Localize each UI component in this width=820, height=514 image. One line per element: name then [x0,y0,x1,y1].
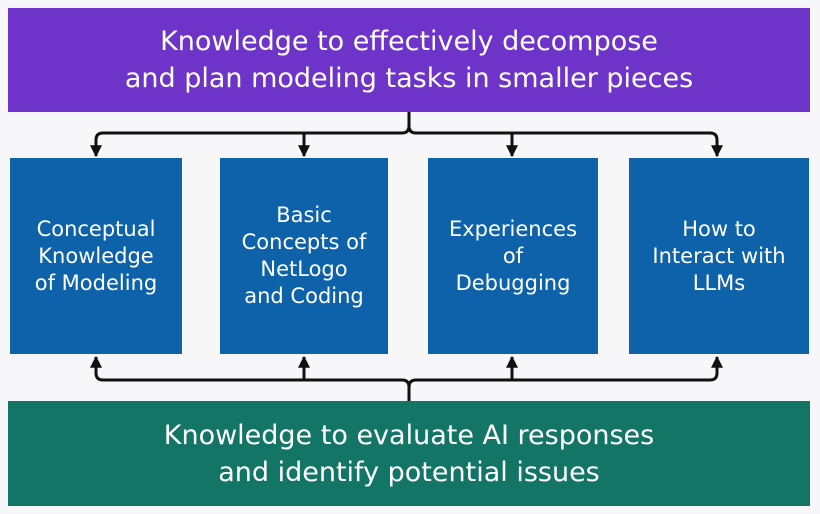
box-conceptual-knowledge: Conceptual Knowledge of Modeling [10,158,182,354]
box-4-line-3: LLMs [692,270,746,295]
box-1-line-2: Knowledge [38,243,154,268]
top-trunk [90,112,411,158]
box-netlogo-coding: Basic Concepts of NetLogo and Coding [220,158,388,354]
top-band-line-2: and plan modeling tasks in smaller piece… [124,63,694,94]
box-2-line-3: NetLogo [260,257,348,281]
bottom-trunk [90,355,411,401]
box-4-line-2: Interact with [652,243,786,268]
box-1-line-1: Conceptual [36,216,156,241]
box-2-line-4: and Coding [244,284,364,308]
box-4-line-1: How to [682,216,756,241]
box-3-line-3: Debugging [455,270,571,295]
box-3-line-2: of [502,243,524,268]
box-2-line-1: Basic [276,203,332,227]
box-interact-llms: How to Interact with LLMs [629,158,809,354]
bottom-band-line-2: and identify potential issues [218,456,600,488]
box-2-line-2: Concepts of [241,230,367,254]
bottom-branch-right [407,355,723,388]
box-debugging: Experiences of Debugging [428,158,598,354]
top-branch-right [407,125,723,158]
bottom-band: Knowledge to evaluate AI responses and i… [8,401,810,506]
bottom-band-line-1: Knowledge to evaluate AI responses [163,419,655,451]
box-1-line-3: of Modeling [34,270,158,295]
box-3-line-1: Experiences [448,216,578,241]
top-band: Knowledge to effectively decompose and p… [8,8,810,112]
top-band-line-1: Knowledge to effectively decompose [160,26,658,57]
